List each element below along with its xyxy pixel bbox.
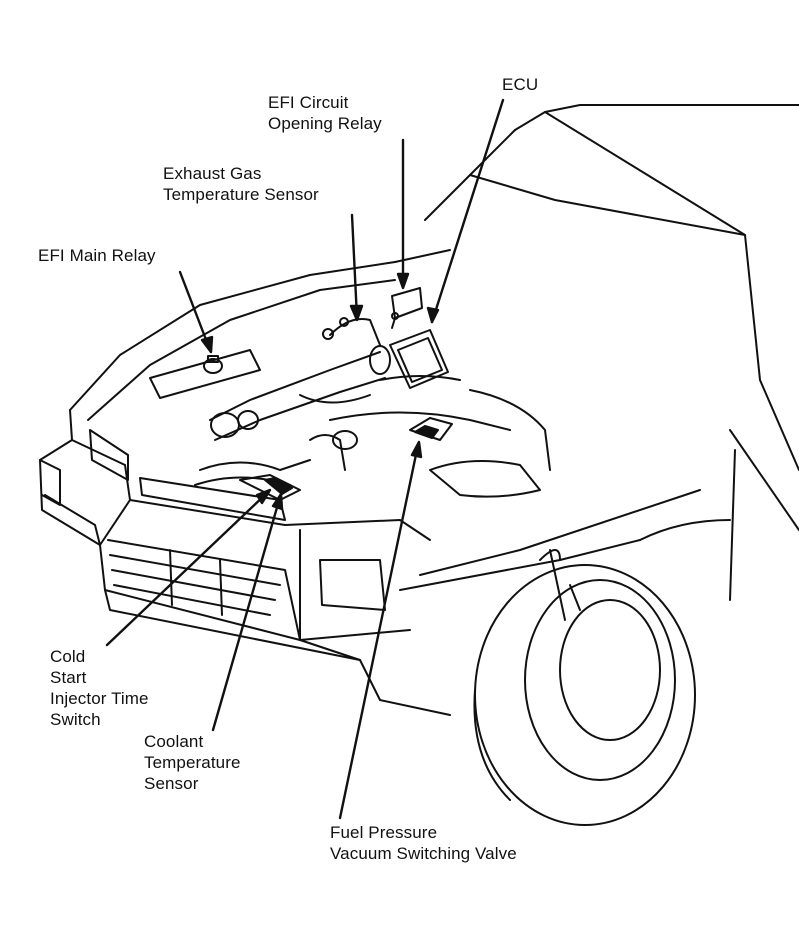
label-line: Fuel Pressure	[330, 823, 438, 842]
label-line: Start	[50, 668, 87, 687]
label-ecu-line: ECU	[502, 75, 539, 94]
label-exhaust-gas-temperature-sensor: Exhaust Gas Temperature Sensor	[163, 163, 319, 205]
cold-start-leader	[105, 490, 270, 647]
label-line: Temperature Sensor	[163, 185, 319, 204]
main-relay-leader	[178, 270, 212, 352]
label-ecu: ECU	[502, 74, 538, 95]
leader-lines	[105, 98, 505, 820]
label-efi-main-relay: EFI Main Relay	[38, 245, 156, 266]
label-line: Vacuum Switching Valve	[330, 844, 517, 863]
label-line: Exhaust Gas	[163, 164, 262, 183]
label-line: Coolant	[144, 732, 204, 751]
label-efi-circuit-opening-relay: EFI Circuit Opening Relay	[268, 92, 382, 134]
label-line: Injector Time	[50, 689, 149, 708]
label-fuel-pressure-vacuum-switching-valve: Fuel Pressure Vacuum Switching Valve	[330, 822, 517, 864]
label-line: EFI Main Relay	[38, 246, 156, 265]
coolant-sensor-leader	[211, 495, 282, 732]
label-coolant-temperature-sensor: Coolant Temperature Sensor	[144, 731, 241, 794]
label-line: Sensor	[144, 774, 199, 793]
cab-outline	[424, 104, 799, 601]
label-cold-start-injector-time-switch: Cold Start Injector Time Switch	[50, 646, 149, 730]
ecu-leader	[430, 98, 505, 324]
label-line: Cold	[50, 647, 86, 666]
label-line: Temperature	[144, 753, 241, 772]
fender-wheel	[399, 489, 731, 826]
label-line: Opening Relay	[268, 114, 382, 133]
exhaust-sensor-leader	[350, 213, 359, 320]
vsv-leader	[338, 443, 420, 820]
hood-outline	[69, 249, 451, 421]
label-line: EFI Circuit	[268, 93, 349, 112]
engine-components	[149, 287, 551, 501]
label-line: Switch	[50, 710, 101, 729]
